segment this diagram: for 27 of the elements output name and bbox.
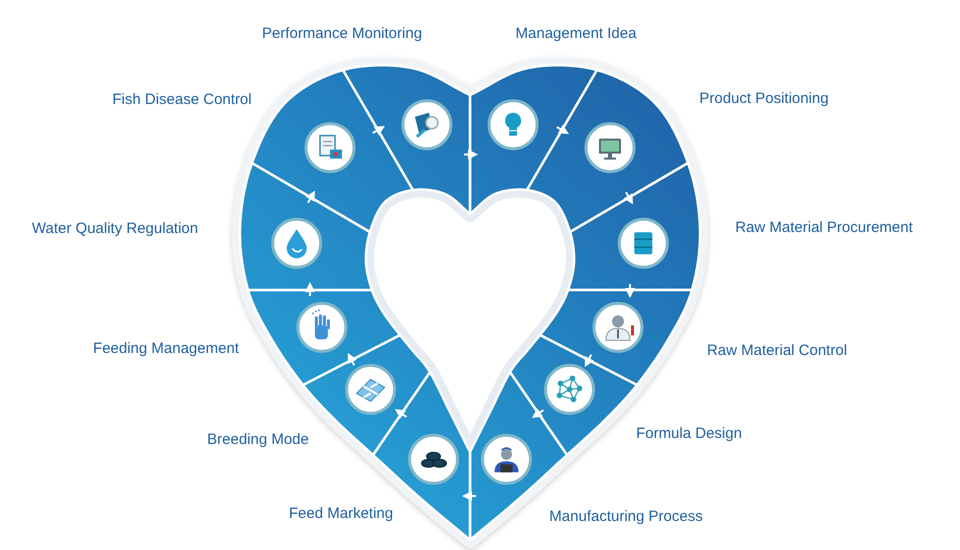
segment-label: Manufacturing Process bbox=[549, 508, 703, 526]
segment-label: Raw Material Procurement bbox=[735, 219, 913, 237]
heart-segment bbox=[342, 64, 472, 216]
segment-label: Fish Disease Control bbox=[112, 91, 252, 109]
flow-arrow bbox=[464, 150, 478, 160]
flow-arrow bbox=[348, 352, 357, 366]
heart-segment bbox=[566, 162, 702, 292]
flow-arrow bbox=[556, 124, 569, 134]
segment-label: Feed Marketing bbox=[288, 505, 394, 523]
flow-arrow bbox=[306, 190, 315, 204]
segment-label: Product Positioning bbox=[699, 90, 829, 108]
segment-label: Breeding Mode bbox=[207, 431, 309, 449]
flow-arrow bbox=[372, 126, 385, 136]
segment-label: Performance Monitoring bbox=[262, 25, 422, 43]
flow-arrow bbox=[305, 282, 315, 296]
flow-arrow bbox=[462, 491, 476, 501]
segment-label: Management Idea bbox=[516, 25, 636, 43]
flow-arrow bbox=[624, 192, 633, 204]
segment-label: Water Quality Regulation bbox=[32, 220, 198, 238]
segment-label: Formula Design bbox=[636, 425, 742, 443]
flow-arrow bbox=[394, 408, 407, 419]
flow-arrow bbox=[532, 408, 544, 418]
flow-arrow bbox=[584, 354, 594, 368]
segment-label: Feeding Management bbox=[93, 340, 239, 358]
segment-label: Raw Material Control bbox=[706, 342, 848, 360]
heart-segment bbox=[246, 288, 402, 386]
flow-arrow bbox=[625, 284, 635, 298]
